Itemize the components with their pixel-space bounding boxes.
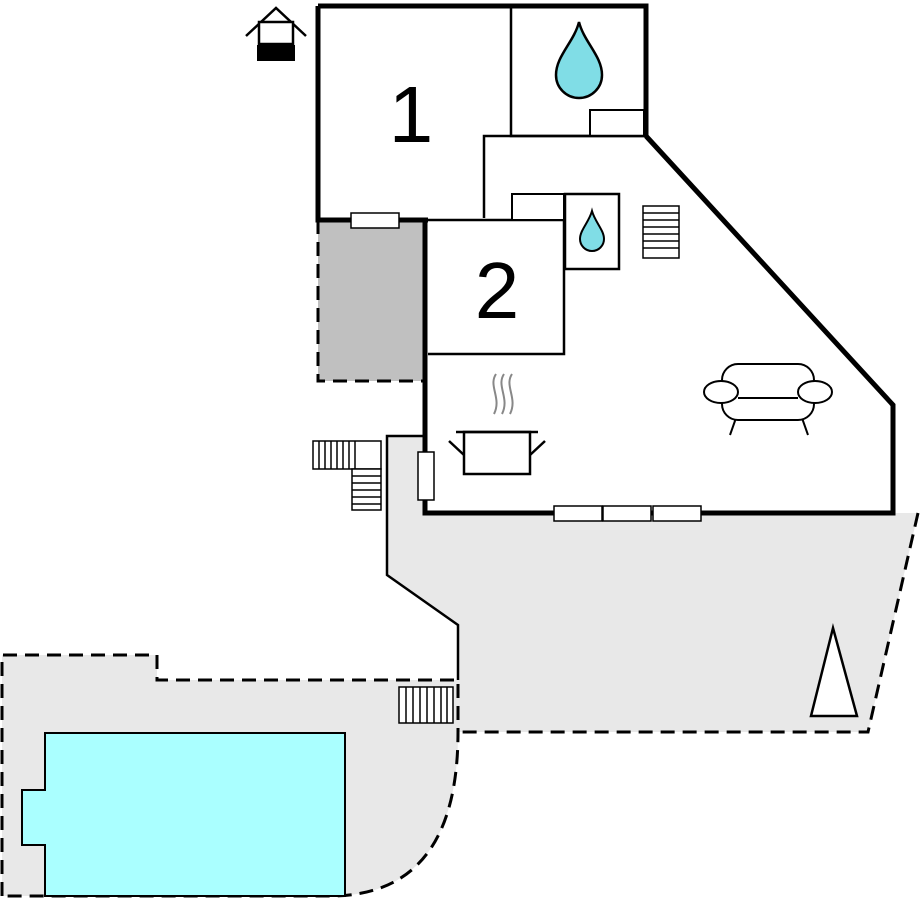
water-drop-icon <box>554 21 604 100</box>
window <box>553 505 603 522</box>
bathroom-2 <box>511 192 621 271</box>
stairs-icon <box>398 686 454 724</box>
covered-area <box>316 220 426 383</box>
window <box>602 505 652 522</box>
house-entrance-icon <box>245 6 307 61</box>
living-area-walls <box>422 134 896 516</box>
tree-icon <box>809 623 859 718</box>
windows <box>350 212 702 522</box>
room-1-label: 1 <box>389 70 434 159</box>
stairs-icon <box>312 440 382 511</box>
terrace <box>385 434 920 734</box>
room-2-label: 2 <box>475 246 520 335</box>
room-2: 2 <box>428 218 566 356</box>
swimming-pool <box>21 732 346 897</box>
window <box>417 451 435 501</box>
water-drop-icon <box>578 207 606 252</box>
window <box>652 505 702 522</box>
bathroom-1 <box>509 6 646 138</box>
stairs-icon <box>642 205 680 259</box>
room-1: 1 <box>315 3 649 223</box>
window <box>350 212 400 229</box>
cooking-pot-icon <box>448 373 546 476</box>
sofa-icon <box>703 363 833 436</box>
